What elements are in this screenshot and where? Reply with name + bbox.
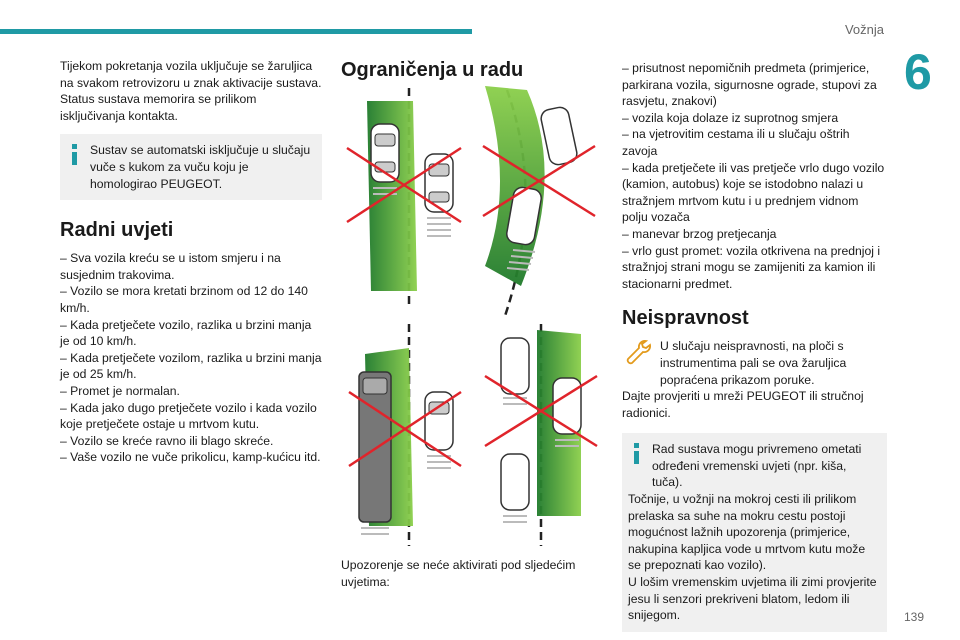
illustration-svg: [346, 86, 598, 546]
list-item: – vozila koja dolaze iz suprotnog smjera: [622, 110, 839, 125]
scene-stationary-objects: [346, 88, 462, 308]
column-right: – prisutnost nepomičnih predmeta (primje…: [622, 60, 887, 632]
note-text: Rad sustava mogu privremeno ometati odre…: [652, 442, 862, 490]
list-item: – Kada jako dugo pretječete vozilo i kad…: [60, 400, 317, 432]
info-note-weather: Rad sustava mogu privremeno ometati odre…: [622, 433, 887, 632]
heading-malfunction: Neispravnost: [622, 307, 749, 330]
intro-paragraph: Tijekom pokretanja vozila uključuje se ž…: [60, 59, 322, 123]
car-icon: [500, 337, 530, 395]
illustration-caption: Upozorenje se neće aktivirati pod sljede…: [341, 558, 576, 589]
scene-long-vehicle: [348, 324, 462, 546]
truck-icon: [358, 371, 392, 523]
note-text: Točnije, u vožnji na mokroj cesti ili pr…: [628, 492, 866, 573]
list-item: – Promet je normalan.: [60, 383, 180, 398]
list-item: – Kada pretječete vozilo, razlika u brzi…: [60, 317, 312, 349]
note-text: Sustav se automatski isključuje u slučaj…: [90, 143, 311, 191]
scene-sharp-bend: [482, 86, 596, 317]
list-item: – Vozilo se kreće ravno ili blago skreće…: [60, 433, 274, 448]
car-icon: [500, 453, 530, 511]
car-icon: [540, 106, 578, 166]
list-item: – Vozilo se mora kretati brzinom od 12 d…: [60, 284, 308, 315]
cross-icon: [346, 146, 462, 224]
list-item: – Sva vozila kreću se u istom smjeru i n…: [60, 251, 281, 282]
info-note-towing: Sustav se automatski isključuje u slučaj…: [60, 134, 322, 201]
list-item: – na vjetrovitim cestama ili u slučaju o…: [622, 127, 850, 158]
list-item: – manevar brzog pretjecanja: [622, 226, 777, 241]
list-item: – kada pretječete ili vas pretječe vrlo …: [622, 160, 885, 225]
trail-marks: [506, 249, 536, 271]
info-icon: [68, 144, 82, 166]
malfunction-paragraph: U slučaju neispravnosti, na ploči s inst…: [622, 336, 887, 388]
conditions-list: – Sva vozila kreću se u istom smjeru i n…: [60, 250, 322, 466]
column-middle: Ograničenja u radu: [341, 58, 603, 90]
note-text: U lošim vremenskim uvjetima ili zimi pro…: [628, 575, 877, 623]
wrench-warning-icon: [622, 336, 656, 369]
trail-marks: [503, 397, 579, 523]
list-item: – Vaše vozilo ne vuče prikolicu, kamp-ku…: [60, 450, 321, 465]
list-item: – Kada pretječete vozilom, razlika u brz…: [60, 350, 322, 382]
cross-icon: [348, 390, 462, 468]
trail-marks: [373, 187, 451, 237]
header-accent-bar: [0, 29, 472, 34]
chapter-number: 6: [904, 44, 932, 100]
limitations-list: – prisutnost nepomičnih predmeta (primje…: [622, 60, 887, 292]
malfunction-text: U slučaju neispravnosti, na ploči s inst…: [660, 339, 847, 387]
car-icon: [424, 153, 454, 213]
list-item: – prisutnost nepomičnih predmeta (primje…: [622, 61, 877, 109]
malfunction-service: Dajte provjeriti u mreži PEUGEOT ili str…: [622, 389, 864, 420]
cross-icon: [482, 144, 596, 218]
scene-dense-traffic: [484, 324, 598, 546]
heading-operating-conditions: Radni uvjeti: [60, 219, 174, 242]
limitations-illustration: [345, 86, 600, 548]
cross-icon: [484, 374, 598, 448]
car-icon: [552, 377, 582, 435]
column-left: Tijekom pokretanja vozila uključuje se ž…: [60, 58, 322, 466]
info-icon: [630, 443, 644, 465]
page-number: 139: [903, 610, 924, 624]
list-item: – vrlo gust promet: vozila otkrivena na …: [622, 243, 881, 291]
heading-limitations: Ograničenja u radu: [341, 59, 524, 81]
section-title: Vožnja: [844, 22, 884, 37]
